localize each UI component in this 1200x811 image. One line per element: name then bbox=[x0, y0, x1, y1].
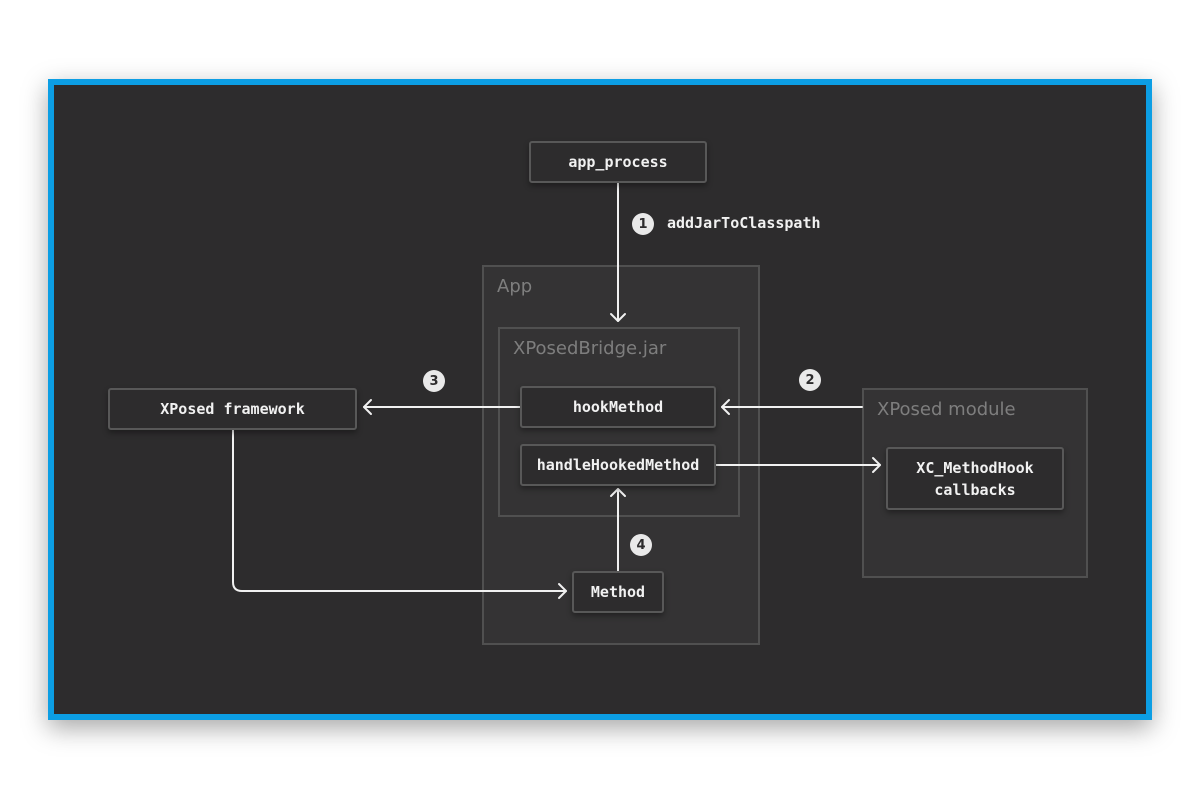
xc-method-hook-node: XC_MethodHook callbacks bbox=[886, 447, 1064, 510]
add-jar-to-classpath-label: addJarToClasspath bbox=[667, 214, 821, 232]
method-node: Method bbox=[572, 571, 664, 613]
step-2-badge: 2 bbox=[799, 369, 821, 391]
app-group-title: App bbox=[497, 276, 533, 297]
handle-hooked-method-node: handleHookedMethod bbox=[520, 444, 716, 486]
step-4-badge: 4 bbox=[630, 534, 652, 556]
xposed-module-group-title: XPosed module bbox=[877, 399, 1016, 420]
edge-module-hook-arrowhead bbox=[721, 399, 730, 415]
xposed-framework-node: XPosed framework bbox=[108, 388, 357, 430]
connector-layer bbox=[232, 182, 881, 599]
xposed-bridge-group-title: XPosedBridge.jar bbox=[513, 338, 667, 359]
edge-handle-callbacks-arrowhead bbox=[872, 457, 881, 473]
xc-method-hook-label: XC_MethodHook callbacks bbox=[916, 458, 1034, 499]
edge-hook-framework-arrowhead bbox=[363, 399, 372, 415]
diagram-canvas: App XPosedBridge.jar XPosed module bbox=[54, 85, 1146, 714]
edge-add-jar-arrowhead bbox=[610, 313, 626, 322]
step-3-badge: 3 bbox=[423, 370, 445, 392]
app-process-node: app_process bbox=[529, 141, 707, 183]
hook-method-node: hookMethod bbox=[520, 386, 716, 428]
edge-framework-method-arrowhead bbox=[558, 583, 567, 599]
edge-method-handle-arrowhead bbox=[610, 488, 626, 497]
diagram-frame: App XPosedBridge.jar XPosed module bbox=[48, 79, 1152, 720]
edge-framework-method-line bbox=[232, 429, 567, 592]
step-1-badge: 1 bbox=[632, 213, 654, 235]
